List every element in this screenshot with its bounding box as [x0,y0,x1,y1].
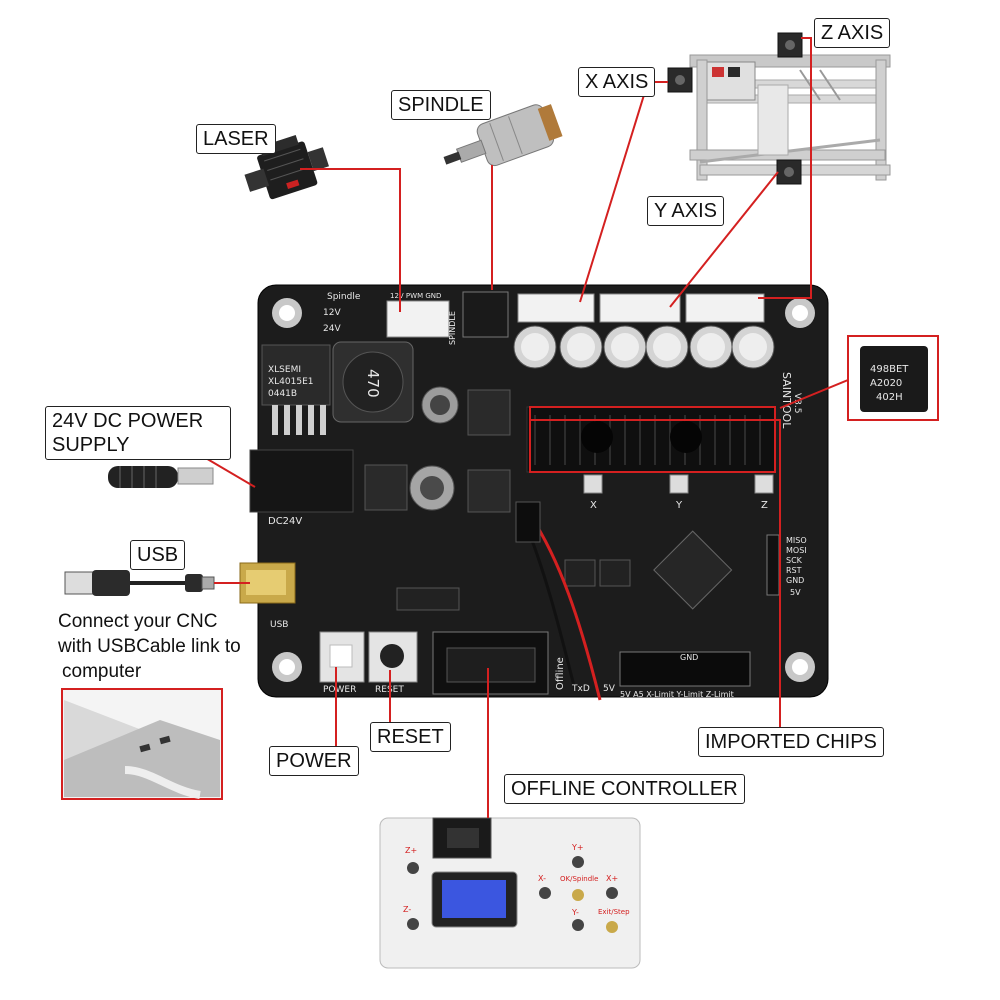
pwm-header-silk: 12V PWM GND [390,292,441,300]
ctrl-yplus: Y+ [571,843,584,852]
txd-silk: TxD [571,684,590,694]
usb-note-line3: computer [62,661,142,682]
offline-silk: Offline [555,657,566,690]
usb-note-line1: Connect your CNC [58,611,218,632]
isp-pin-4: RST [786,566,802,575]
imported-chips-label: IMPORTED CHIPS [698,727,884,757]
pot-x-silk: X [590,500,597,511]
spindle-label: SPINDLE [391,90,491,120]
v24-silk: 24V [323,324,341,334]
chip-line-1: 498BET [870,364,909,375]
ctrl-yminus: Y- [571,908,579,917]
spindle-silk: Spindle [327,292,361,302]
power-silk: POWER [323,685,356,695]
version-silk: V3.5 [792,393,802,413]
usb-silk: USB [270,620,288,630]
dc24v-silk: DC24V [268,516,302,527]
cnc-machine-image [667,32,891,185]
ctrl-ok-spindle: OK/Spindle [560,875,598,883]
power-plug-image [108,466,214,488]
ctrl-xminus: X- [538,874,546,883]
laser-label: LASER [196,124,276,154]
power-supply-label-line2: SUPPLY [52,434,130,456]
ctrl-exit-step: Exit/Step [598,908,630,916]
usb-cable-image [64,570,215,596]
x-axis-label: X AXIS [578,67,656,97]
imported-chip-inset: 498BET A2020 402H [847,335,939,421]
v5-silk: 5V [603,684,616,694]
gnd-silk: GND [680,653,698,662]
spindle-vertical-silk: SPINDLE [448,311,457,345]
pot-z-silk: Z [761,500,768,511]
laser-module-image [244,134,329,200]
reset-label: RESET [370,722,451,752]
inductor-text: 470 [364,369,382,398]
usb-note-line2: with USBCable link to [58,636,241,657]
z-axis-label: Z AXIS [814,18,891,48]
isp-pin-5: GND [786,576,804,585]
laptop-usb-inset [61,688,223,800]
regulator-text-2: XL4015E1 [268,377,314,387]
chip-line-3: 402H [876,392,903,403]
isp-pin-1: MISO [786,536,807,545]
regulator-text-3: 0441B [268,389,297,399]
isp-pin-2: MOSI [786,546,807,555]
usb-label: USB [130,540,186,570]
ctrl-xplus: X+ [606,874,618,883]
power-label: POWER [269,746,359,776]
power-supply-label-line1: 24V DC POWER [52,410,204,432]
ctrl-zplus: Z+ [405,846,417,855]
power-supply-label: 24V DC POWER SUPPLY [45,406,231,460]
isp-pin-3: SCK [786,556,803,565]
offline-controller-label: OFFLINE CONTROLLER [504,774,745,804]
spindle-motor-image [443,104,563,167]
offline-controller-device: Z+ Z- Y+ Y- X- X+ OK/Spindle Exit/Step [379,817,641,969]
chip-line-2: A2020 [870,378,902,389]
ctrl-zminus: Z- [403,905,411,914]
pot-y-silk: Y [675,500,683,511]
limit-row-silk: 5V A5 X-Limit Y-Limit Z-Limit [620,690,734,699]
v12-silk: 12V [323,308,341,318]
regulator-text-1: XLSEMI [268,365,301,375]
y-axis-label: Y AXIS [647,196,725,226]
controller-board: XLSEMI XL4015E1 0441B 470 DC24V [239,284,829,701]
isp-5v: 5V [790,588,801,597]
brand-silk: SAINTOOL [780,372,793,429]
